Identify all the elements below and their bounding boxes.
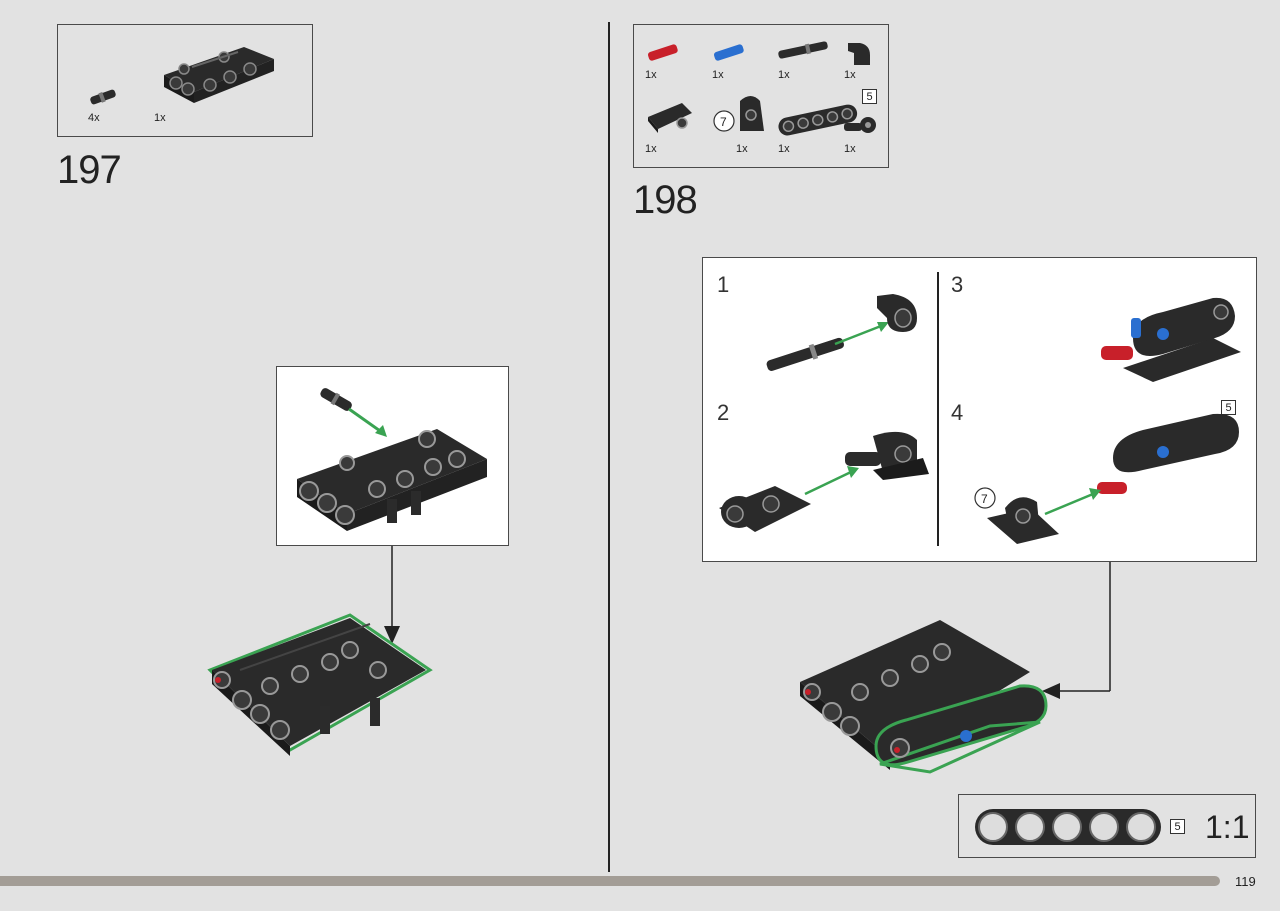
callout-arrow-198	[1042, 562, 1111, 699]
pin-connector-icon	[845, 431, 929, 480]
page-number: 119	[1235, 874, 1256, 889]
axle-icon	[778, 41, 828, 59]
insert-arrow	[804, 466, 859, 496]
part-qty: 1x	[778, 69, 790, 81]
scale-label: 1:1	[1205, 809, 1250, 845]
scale-ruler: 5 1:1	[958, 794, 1256, 858]
part-qty: 4x	[88, 112, 100, 124]
insert-arrow	[1044, 488, 1101, 516]
angle-connector-icon	[848, 43, 870, 65]
callout-arrow-197	[384, 546, 400, 644]
size-badge: 5	[1170, 819, 1185, 834]
angle-connector-icon	[877, 294, 917, 332]
insert-arrow	[348, 407, 387, 437]
axle-icon	[766, 337, 845, 371]
part-qty: 1x	[645, 69, 657, 81]
blue-axle-pin-icon	[713, 44, 744, 61]
panel-icon	[719, 486, 811, 532]
part-qty: 1x	[736, 143, 748, 155]
beam-assembly	[1097, 413, 1239, 494]
substep-number: 2	[717, 400, 730, 425]
beam-connector-icon	[164, 47, 274, 103]
connector-icon	[987, 497, 1059, 544]
substep-divider	[937, 272, 939, 546]
panel-icon	[648, 103, 692, 133]
substep-number: 4	[951, 400, 964, 425]
beam-connector-icon	[297, 429, 487, 531]
parts-list-198: 1x 1x 1x 1x 1x 7 1x 5 1x	[633, 24, 889, 168]
size-badge: 5	[862, 89, 877, 104]
assembly-model-198	[800, 620, 1048, 774]
step-number-197: 197	[57, 148, 122, 192]
part-qty: 1x	[778, 143, 790, 155]
substep-number: 1	[717, 272, 730, 297]
page-divider	[608, 22, 610, 872]
callout-circle	[713, 110, 735, 132]
callout-number: 7	[981, 492, 988, 506]
insert-arrow	[834, 322, 889, 346]
size-badge: 5	[1221, 400, 1236, 415]
part-qty: 1x	[844, 69, 856, 81]
part-qty: 1x	[844, 143, 856, 155]
part-qty: 1x	[154, 112, 166, 124]
axle-pin-icon	[90, 89, 116, 105]
step-number-198: 198	[633, 178, 698, 222]
callout-number: 7	[720, 115, 727, 129]
axle-pin-icon	[320, 388, 352, 411]
beam-5-icon	[975, 809, 1161, 845]
connector-icon	[740, 96, 764, 131]
pin-connector-icon	[844, 117, 876, 133]
assembly-model-197	[207, 613, 433, 756]
parts-list-197: 4x 1x	[57, 24, 313, 137]
callout-circle	[974, 487, 996, 509]
substep-number: 3	[951, 272, 964, 297]
progress-bar	[0, 876, 1220, 886]
callout-197	[276, 366, 509, 546]
beam-5-icon	[778, 104, 858, 136]
substep-callout-198: 1 2 3 4 5	[702, 257, 1257, 562]
red-axle-pin-icon	[647, 44, 678, 61]
partial-assembly	[1101, 297, 1241, 382]
part-qty: 1x	[712, 69, 724, 81]
part-qty: 1x	[645, 143, 657, 155]
